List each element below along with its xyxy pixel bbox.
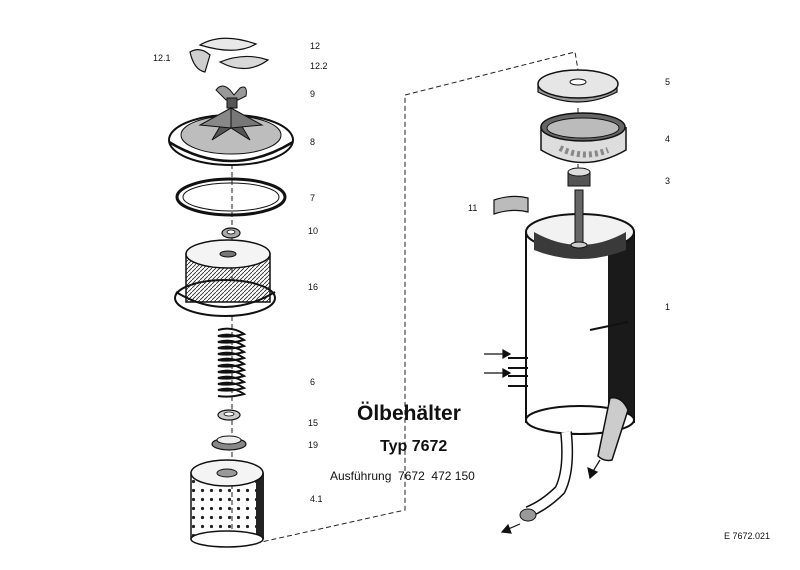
callout-4: 4: [665, 134, 671, 144]
reference-code: E 7672.021: [724, 531, 771, 541]
callout-12-2: 12.2: [310, 61, 328, 71]
part-19-cup: [211, 435, 247, 451]
part-4-1-cartridge: [190, 459, 264, 548]
part-4-ring: [540, 112, 627, 164]
part-16-filter-element: [174, 239, 276, 317]
callout-1: 1: [665, 302, 671, 312]
callout-16: 16: [308, 282, 319, 292]
callout-11: 11: [468, 203, 478, 213]
callout-19: 19: [308, 440, 319, 450]
callout-9: 9: [310, 89, 316, 99]
callout-3: 3: [665, 176, 671, 186]
part-6-spring: [217, 327, 247, 398]
callout-7: 7: [310, 193, 316, 203]
type-label: Typ 7672: [380, 438, 448, 455]
callout-15: 15: [308, 418, 319, 428]
part-9-wing-nut: [215, 85, 247, 109]
part-3-nut: [567, 167, 591, 187]
callout-12-1: 12.1: [153, 53, 171, 63]
part-7-gasket: [175, 177, 287, 217]
callout-6: 6: [310, 377, 316, 387]
part-8-lid: [168, 107, 294, 166]
callout-8: 8: [310, 137, 316, 147]
part-12-clips: [189, 37, 270, 73]
part-5-cap: [537, 69, 619, 103]
callout-12: 12: [310, 41, 321, 51]
callout-10: 10: [308, 226, 319, 236]
assembly-line-connector: [247, 51, 579, 546]
part-10-nut: [221, 227, 241, 239]
execution-label: Ausführung 7672 472 150: [330, 469, 475, 483]
flow-arrows: [484, 348, 601, 534]
callout-4-1: 4.1: [310, 494, 323, 504]
part-11-clip: [493, 195, 529, 215]
callout-5: 5: [665, 77, 671, 87]
hose: [519, 431, 574, 522]
part-15-washer: [217, 409, 241, 421]
part-1-tank: [508, 189, 635, 462]
diagram-title: Ölbehälter: [357, 402, 461, 425]
